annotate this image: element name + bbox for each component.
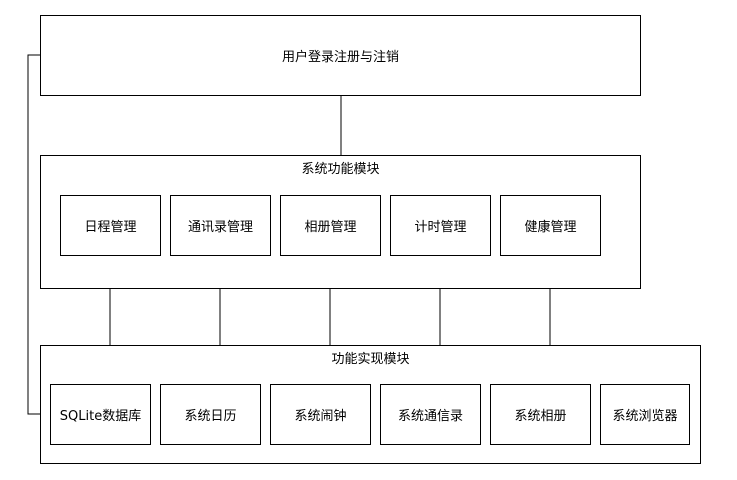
impl-module-title: 功能实现模块 [331,352,410,367]
system-item-contacts: 通讯录管理 [170,195,271,256]
impl-item-label: 系统日历 [184,409,237,424]
impl-item-contacts: 系统通信录 [380,384,481,445]
impl-item-browser: 系统浏览器 [600,384,690,445]
system-item-label: 相册管理 [304,220,357,235]
impl-item-label: 系统相册 [514,409,567,424]
system-item-timer: 计时管理 [390,195,491,256]
impl-item-label: 系统闹钟 [294,409,347,424]
user-auth-box: 用户登录注册与注销 [40,15,641,96]
user-auth-label: 用户登录注册与注销 [281,50,399,65]
impl-item-calendar: 系统日历 [160,384,261,445]
impl-item-label: SQLite数据库 [59,409,142,424]
impl-item-album: 系统相册 [490,384,591,445]
system-item-label: 健康管理 [524,220,577,235]
connector-top-to-sqlite [27,54,51,415]
system-item-label: 计时管理 [414,220,467,235]
impl-item-label: 系统浏览器 [612,409,678,424]
system-item-label: 日程管理 [84,220,137,235]
impl-item-sqlite: SQLite数据库 [50,384,151,445]
impl-item-label: 系统通信录 [397,409,463,424]
system-item-schedule: 日程管理 [60,195,161,256]
impl-item-alarm: 系统闹钟 [270,384,371,445]
system-item-album: 相册管理 [280,195,381,256]
system-item-health: 健康管理 [500,195,601,256]
system-item-label: 通讯录管理 [187,220,253,235]
system-module-title: 系统功能模块 [301,162,380,177]
